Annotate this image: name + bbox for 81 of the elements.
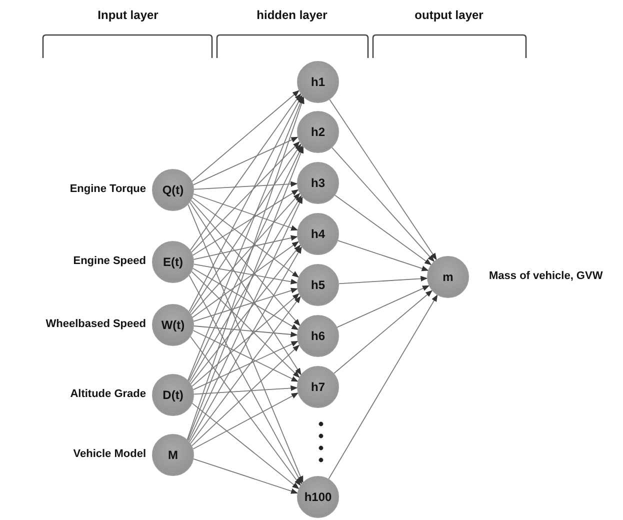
arrow xyxy=(186,96,304,440)
neuron-label: m xyxy=(442,270,454,284)
neuron-circle xyxy=(297,366,339,408)
arrow xyxy=(190,296,301,444)
arrow xyxy=(187,146,304,441)
neuron-label: E(t) xyxy=(163,255,183,269)
neuron-circle xyxy=(427,256,469,298)
neuron-circle xyxy=(297,111,339,153)
neuron-label: h3 xyxy=(310,176,325,190)
arrow xyxy=(192,340,298,390)
neuron-label: h4 xyxy=(310,227,325,241)
arrow xyxy=(188,196,303,442)
arrow xyxy=(338,276,428,284)
layer-title: hidden layer xyxy=(256,8,328,22)
arrow xyxy=(336,285,430,328)
layer-title: output layer xyxy=(414,8,484,22)
arrow xyxy=(190,336,301,486)
arrow xyxy=(192,241,299,318)
arrow xyxy=(188,145,303,382)
neuron-circle xyxy=(297,476,339,518)
neuron-label: h6 xyxy=(310,329,325,343)
arrow xyxy=(189,246,302,442)
output-caption: Mass of vehicle, GVW xyxy=(489,270,603,282)
arrow xyxy=(328,294,438,480)
arrow xyxy=(193,458,298,494)
arrow xyxy=(193,288,298,322)
arrow xyxy=(192,330,298,382)
arrow xyxy=(192,90,300,182)
arrow xyxy=(334,290,433,374)
neuron-label: h100 xyxy=(304,490,332,504)
neuron-circle xyxy=(152,169,194,211)
neuron-circle xyxy=(152,241,194,283)
neuron-circle xyxy=(297,213,339,255)
arrow xyxy=(337,240,429,272)
arrow xyxy=(329,99,437,260)
neuron-label: h5 xyxy=(310,278,325,292)
arrow xyxy=(192,402,300,490)
arrow xyxy=(190,244,301,384)
arrow xyxy=(194,326,298,338)
arrow xyxy=(332,147,434,262)
arrow xyxy=(193,194,298,231)
arrow xyxy=(191,271,300,378)
input-caption: Engine Speed xyxy=(73,255,146,267)
neuron-label: W(t) xyxy=(161,318,185,332)
neuron-circle xyxy=(152,374,194,416)
arrow xyxy=(193,264,298,284)
arrow xyxy=(194,181,298,190)
neuron-circle xyxy=(297,162,339,204)
arrow xyxy=(191,344,300,446)
arrow xyxy=(190,144,302,314)
neuron-circle xyxy=(152,434,194,476)
layer-title: Input layer xyxy=(98,8,158,22)
neuron-circle xyxy=(297,315,339,357)
neuron-circle xyxy=(297,264,339,306)
arrow xyxy=(192,268,299,330)
arrow xyxy=(191,141,300,253)
input-caption: Wheelbased Speed xyxy=(46,318,146,330)
arrow xyxy=(188,94,302,312)
arrow xyxy=(188,96,304,381)
arrow xyxy=(192,136,298,186)
neuron-circle xyxy=(297,61,339,103)
arrow xyxy=(334,194,432,266)
neuron-label: h2 xyxy=(310,125,325,139)
arrow xyxy=(193,235,298,260)
arrow xyxy=(192,293,300,387)
arrow xyxy=(188,274,302,484)
input-caption: Altitude Grade xyxy=(70,388,146,400)
input-caption: Engine Torque xyxy=(70,183,146,195)
arrow xyxy=(190,93,302,251)
arrow xyxy=(192,392,299,450)
neuron-label: M xyxy=(168,448,178,462)
neuron-label: h7 xyxy=(310,380,325,394)
neuron-label: D(t) xyxy=(162,388,184,402)
neuron-circle xyxy=(152,304,194,346)
arrow xyxy=(192,197,300,278)
arrow xyxy=(194,385,298,395)
input-caption: Vehicle Model xyxy=(73,448,146,460)
neuron-label: h1 xyxy=(310,75,325,89)
arrow xyxy=(188,204,304,484)
arrow xyxy=(192,189,299,256)
neuron-label: Q(t) xyxy=(162,183,184,197)
